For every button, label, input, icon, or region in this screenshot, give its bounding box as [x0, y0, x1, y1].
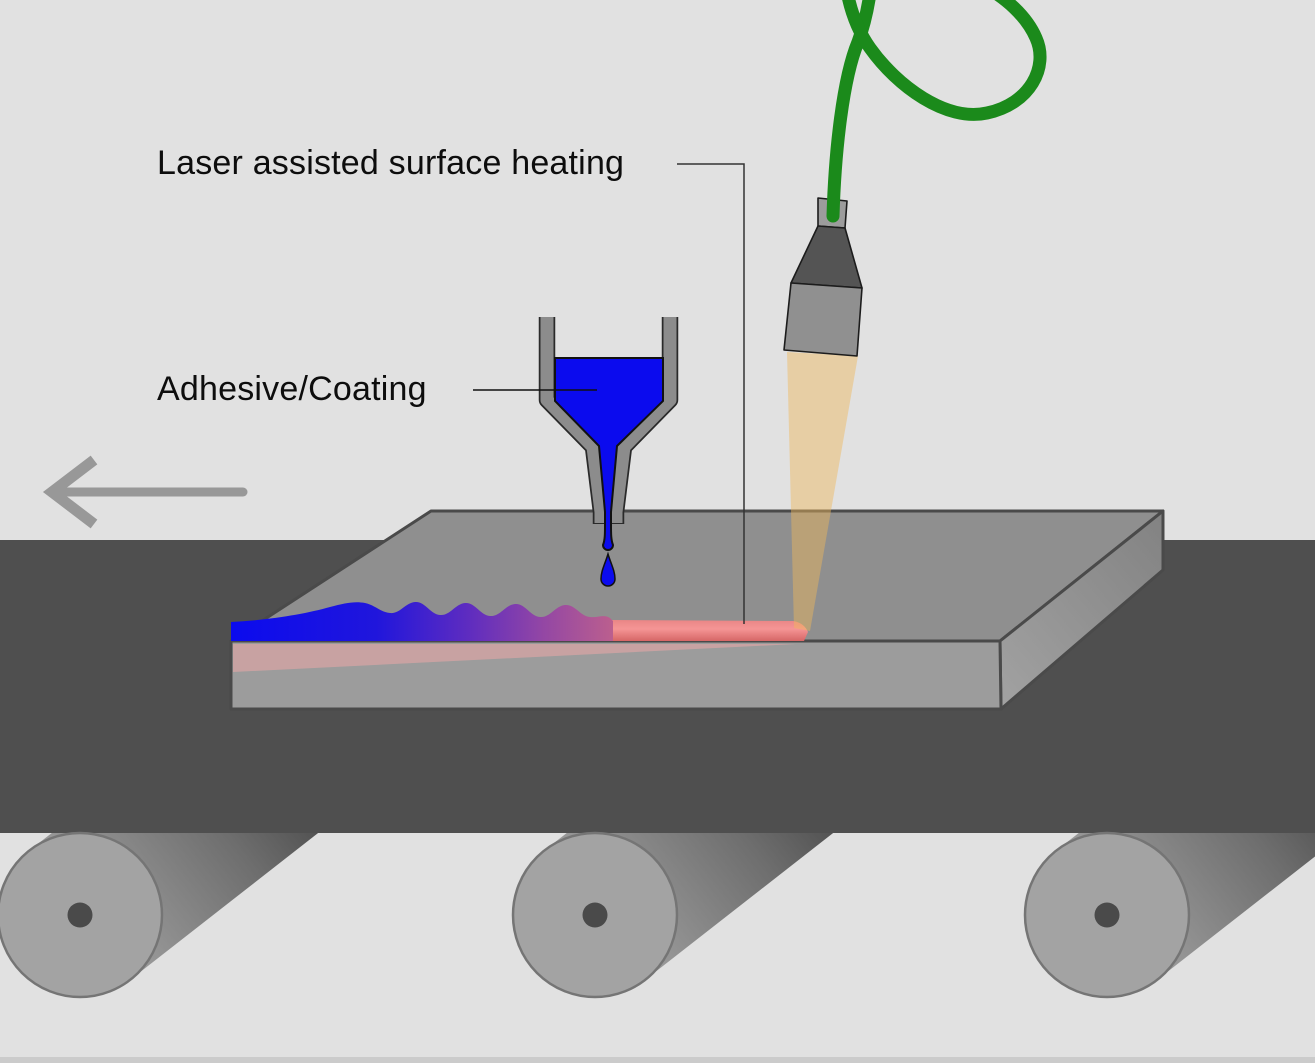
laser-head-body	[783, 282, 863, 357]
label-laser-heating: Laser assisted surface heating	[157, 144, 625, 182]
adhesive-droplet	[600, 551, 616, 587]
direction-arrow-icon	[42, 455, 248, 529]
roller-hub	[582, 902, 608, 928]
adhesive-liquid	[554, 357, 664, 551]
leader-line-laser	[677, 163, 745, 624]
roller-middle	[511, 831, 679, 999]
heat-glow-reflection	[233, 644, 796, 672]
roller-hub	[67, 902, 93, 928]
laser-head	[783, 197, 863, 357]
fiber-cable-loop	[842, 0, 1047, 121]
label-adhesive-coating: Adhesive/Coating	[157, 370, 427, 408]
roller-right	[1023, 831, 1191, 999]
roller-hub	[1094, 902, 1120, 928]
fiber-cable	[826, 0, 1047, 223]
laser-beam	[787, 352, 858, 631]
roller-left	[0, 831, 164, 999]
heated-zone	[611, 620, 808, 641]
fiber-cable-drop	[826, 0, 876, 223]
adhesive-funnel	[538, 317, 679, 524]
coating-layer	[231, 601, 613, 641]
leader-lines	[473, 163, 745, 624]
bottom-edge-strip	[0, 1057, 1315, 1063]
